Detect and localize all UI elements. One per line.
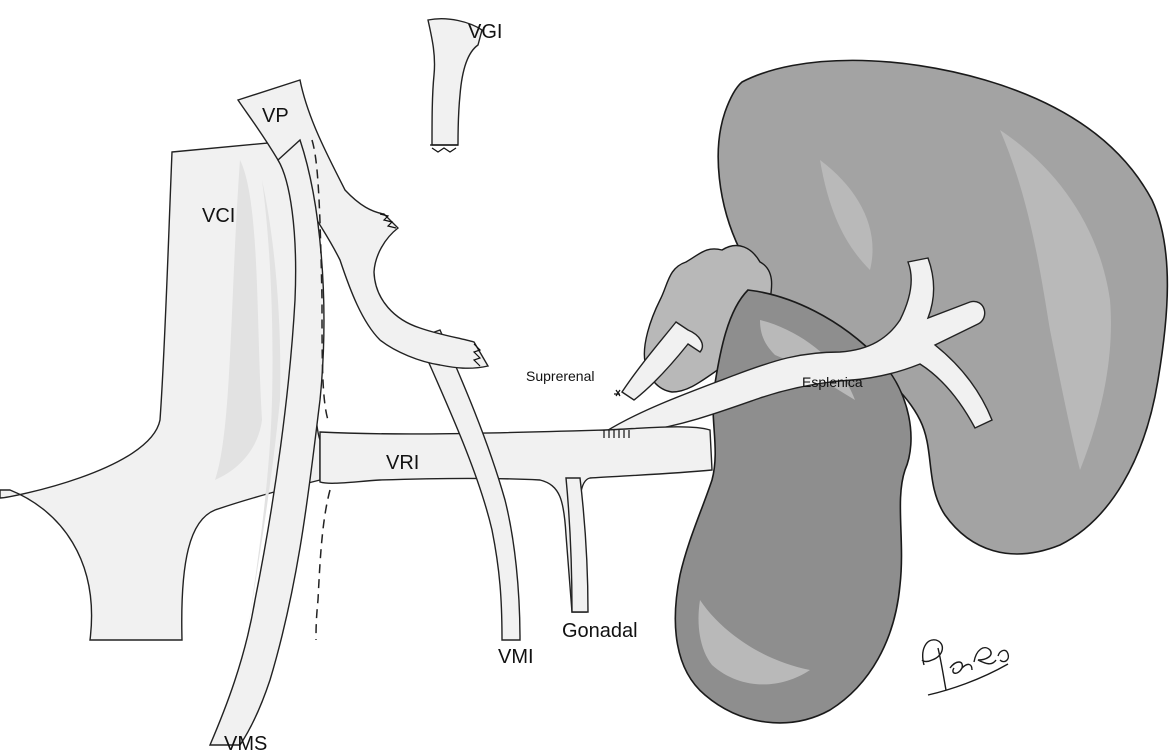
artist-signature [922,640,1008,695]
label-vms: VMS [224,733,267,751]
label-vp: VP [262,105,289,127]
label-suprerenal: Suprerenal [526,368,595,384]
inferior-mesenteric-vein [418,330,520,640]
label-vri: VRI [386,452,419,474]
label-vgi: VGI [468,21,502,43]
label-gonadal: Gonadal [562,620,638,642]
label-vmi: VMI [498,646,534,668]
label-esplenica: Esplenica [802,374,863,390]
label-vci: VCI [202,205,235,227]
